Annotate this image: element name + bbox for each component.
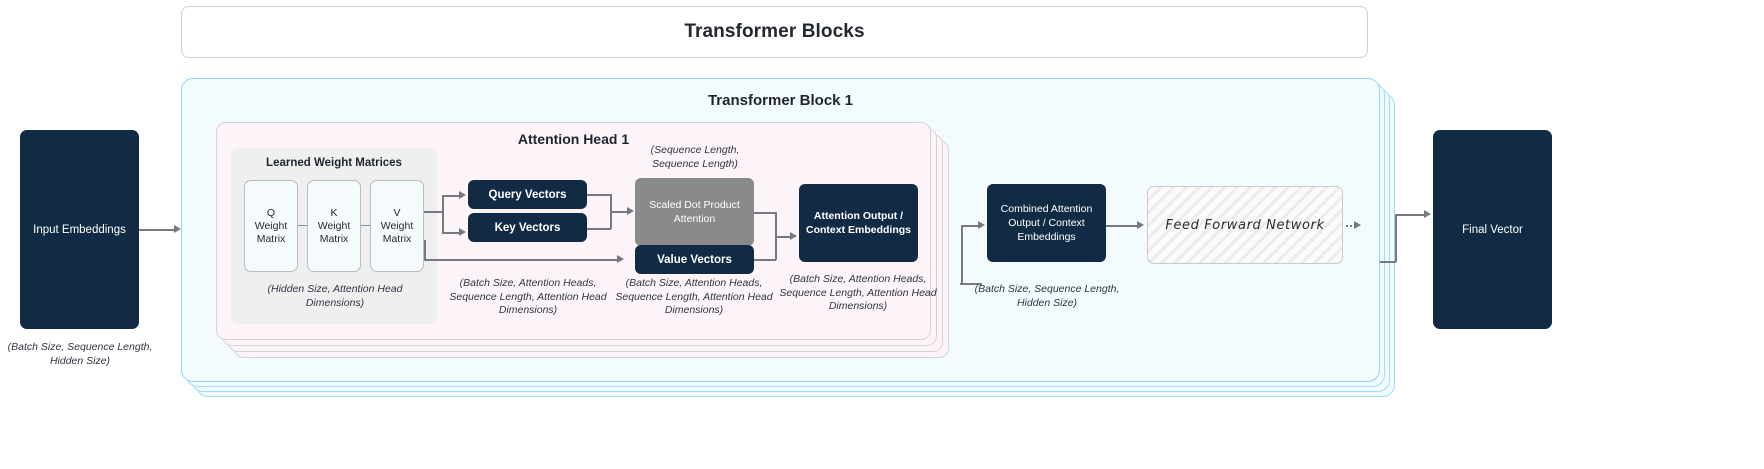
feed-forward-network-box[interactable]: Feed Forward Network bbox=[1147, 186, 1343, 264]
v-weight-matrix[interactable]: V Weight Matrix bbox=[370, 180, 424, 272]
arrowhead-to-key bbox=[459, 228, 466, 236]
sdpa-caption: (Sequence Length, Sequence Length) bbox=[650, 144, 740, 170]
k-weight-matrix-line3: Matrix bbox=[319, 232, 349, 245]
value-vectors-caption: (Batch Size, Attention Heads, Sequence L… bbox=[615, 277, 773, 316]
combined-attention-output-box[interactable]: Combined Attention Output / Context Embe… bbox=[987, 184, 1106, 262]
connector-block-out-vertical bbox=[1395, 214, 1397, 262]
key-vectors-box[interactable]: Key Vectors bbox=[468, 213, 587, 242]
arrowhead-combined-to-ffn bbox=[1137, 221, 1144, 229]
k-weight-matrix-line1: K bbox=[330, 206, 338, 219]
q-weight-matrix-line2: Weight bbox=[254, 219, 288, 232]
value-vectors-box[interactable]: Value Vectors bbox=[635, 245, 754, 274]
connector-wmat-fan-vertical bbox=[442, 195, 444, 233]
arrowhead-to-query bbox=[459, 191, 466, 199]
final-vector-label: Final Vector bbox=[1462, 223, 1523, 236]
connector-to-combined bbox=[961, 225, 979, 227]
query-vectors-box[interactable]: Query Vectors bbox=[468, 180, 587, 209]
attention-head-title: Attention Head 1 bbox=[216, 129, 931, 149]
arrowhead-v-to-value bbox=[617, 255, 624, 263]
connector-wmat-out bbox=[424, 211, 443, 213]
arrowhead-to-final-vector bbox=[1424, 210, 1431, 218]
qkv-vectors-caption: (Batch Size, Attention Heads, Sequence L… bbox=[449, 277, 607, 316]
connector-to-key bbox=[442, 232, 460, 234]
attention-output-label: Attention Output / Context Embeddings bbox=[805, 210, 911, 236]
connector-query-out bbox=[587, 194, 611, 196]
qk-connector bbox=[298, 225, 307, 226]
learned-weight-matrices-caption: (Hidden Size, Attention Head Dimensions) bbox=[267, 283, 403, 309]
k-weight-matrix[interactable]: K Weight Matrix bbox=[307, 180, 361, 272]
connector-head-stack-up bbox=[961, 225, 963, 284]
input-embeddings-caption: (Batch Size, Sequence Length, Hidden Siz… bbox=[7, 341, 153, 367]
attention-output-box[interactable]: Attention Output / Context Embeddings bbox=[799, 184, 918, 262]
key-vectors-label: Key Vectors bbox=[494, 221, 561, 234]
connector-value-out bbox=[754, 259, 776, 261]
connector-head-stack-out bbox=[960, 283, 982, 285]
q-weight-matrix-line3: Matrix bbox=[256, 232, 286, 245]
connector-sdpa-out bbox=[754, 212, 776, 214]
value-vectors-label: Value Vectors bbox=[657, 253, 732, 266]
v-weight-matrix-line2: Weight bbox=[380, 219, 414, 232]
learned-weight-matrices-title: Learned Weight Matrices bbox=[231, 155, 437, 171]
scaled-dot-product-attention-box[interactable]: Scaled Dot Product Attention bbox=[635, 178, 754, 246]
v-weight-matrix-line1: V bbox=[393, 206, 401, 219]
connector-to-final-vector bbox=[1395, 214, 1425, 216]
connector-input-to-block bbox=[139, 229, 175, 231]
diagram-title-bar: Transformer Blocks bbox=[181, 6, 1368, 58]
connector-key-out bbox=[587, 228, 611, 230]
arrowhead-qk-to-sdpa bbox=[627, 207, 634, 215]
arrowhead-to-attnout bbox=[790, 232, 797, 240]
arrowhead-to-combined bbox=[978, 221, 985, 229]
k-weight-matrix-line2: Weight bbox=[317, 219, 351, 232]
connector-block-out-lower bbox=[1380, 261, 1396, 263]
attention-head-title-text: Attention Head 1 bbox=[517, 131, 630, 147]
combined-attention-output-caption: (Batch Size, Sequence Length, Hidden Siz… bbox=[974, 283, 1120, 309]
combined-attention-output-label: Combined Attention Output / Context Embe… bbox=[1000, 203, 1093, 243]
transformer-block-title-text: Transformer Block 1 bbox=[707, 91, 854, 109]
query-vectors-label: Query Vectors bbox=[488, 188, 567, 201]
input-embeddings-box[interactable]: Input Embeddings bbox=[20, 130, 139, 329]
feed-forward-network-label: Feed Forward Network bbox=[1165, 217, 1325, 233]
transformer-block-title: Transformer Block 1 bbox=[181, 88, 1380, 112]
connector-v-down bbox=[424, 240, 426, 260]
connector-qk-to-sdpa bbox=[610, 211, 628, 213]
q-weight-matrix[interactable]: Q Weight Matrix bbox=[244, 180, 298, 272]
input-embeddings-label: Input Embeddings bbox=[33, 223, 126, 236]
arrowhead-ffn-out bbox=[1354, 221, 1361, 229]
scaled-dot-product-attention-label: Scaled Dot Product Attention bbox=[649, 199, 740, 225]
v-weight-matrix-line3: Matrix bbox=[382, 232, 412, 245]
arrowhead-input-to-block bbox=[174, 225, 181, 233]
connector-to-query bbox=[442, 195, 460, 197]
connector-ffn-out-dotted bbox=[1346, 225, 1354, 227]
connector-combined-to-ffn bbox=[1106, 225, 1138, 227]
connector-to-attnout bbox=[775, 236, 791, 238]
attention-output-caption: (Batch Size, Attention Heads, Sequence L… bbox=[779, 273, 937, 312]
connector-v-to-value bbox=[424, 259, 618, 261]
page-title: Transformer Blocks bbox=[684, 21, 865, 42]
kv-connector bbox=[361, 225, 370, 226]
final-vector-box[interactable]: Final Vector bbox=[1433, 130, 1552, 329]
q-weight-matrix-line1: Q bbox=[266, 206, 276, 219]
learned-weight-matrices-title-text: Learned Weight Matrices bbox=[266, 157, 402, 169]
